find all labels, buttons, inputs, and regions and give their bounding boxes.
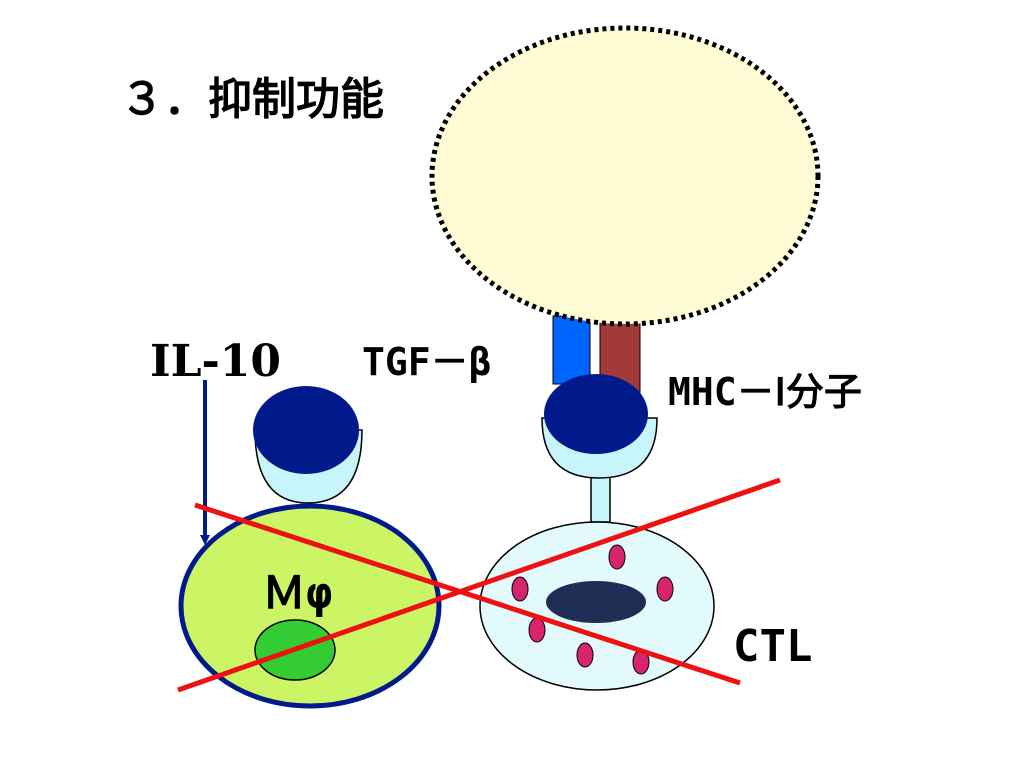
- ctl-granule: [576, 642, 594, 668]
- target-cell: [429, 25, 821, 327]
- tcr-stalk: [590, 475, 611, 523]
- tgf-beta-receptor-bar: [552, 315, 591, 385]
- macrophage-cell: [178, 503, 442, 709]
- tgf-beta-label: TGF－β: [362, 340, 492, 384]
- ctl-granule: [528, 617, 546, 643]
- cross-out-line: [177, 477, 781, 693]
- ctl-label: CTL: [733, 621, 813, 672]
- macrophage-label: Ｍφ: [262, 568, 333, 619]
- il10-label: IL-10: [150, 336, 282, 387]
- left-receptor-head: [253, 386, 359, 474]
- cross-out-line: [194, 502, 741, 686]
- ctl-granule: [608, 544, 626, 570]
- ctl-granule: [511, 576, 529, 602]
- ctl-nucleus: [546, 581, 646, 623]
- slide-title: ３．抑制功能: [120, 74, 384, 125]
- mhc-class1-label: MHC－Ⅰ分子: [668, 370, 862, 414]
- ctl-granule: [656, 576, 674, 602]
- tcr-head: [544, 374, 648, 454]
